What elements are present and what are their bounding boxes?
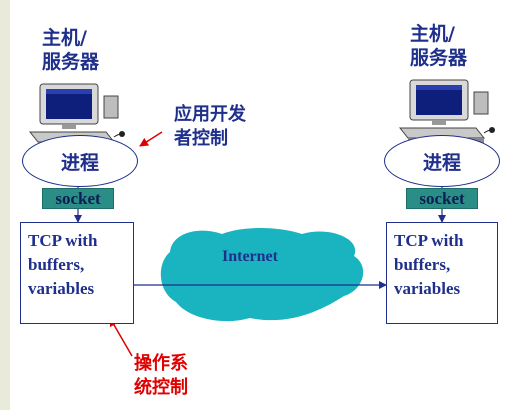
right-host-label: 主机/ 服务器: [410, 23, 468, 69]
right-computer-icon: [398, 79, 495, 143]
right-process-ellipse: 进程: [384, 135, 500, 187]
os-control-pointer-arrow: [109, 317, 133, 357]
internet-label: Internet: [222, 248, 278, 265]
diagram-graphics: [28, 79, 495, 357]
app-control-pointer-arrow: [139, 131, 163, 147]
left-process-ellipse: 进程: [22, 135, 138, 187]
os-control-label: 操作系 统控制: [134, 353, 188, 398]
right-tcp-box: TCP with buffers, variables: [386, 222, 498, 324]
diagram-canvas: 主机/ 服务器 进程 socket TCP with buffers, vari…: [10, 0, 518, 410]
left-host-label: 主机/ 服务器: [42, 27, 100, 73]
app-developer-control-label: 应用开发 者控制: [174, 104, 246, 149]
internet-cloud: [160, 228, 364, 322]
right-socket-box: socket: [406, 188, 478, 209]
left-tcp-box: TCP with buffers, variables: [20, 222, 134, 324]
left-socket-box: socket: [42, 188, 114, 209]
